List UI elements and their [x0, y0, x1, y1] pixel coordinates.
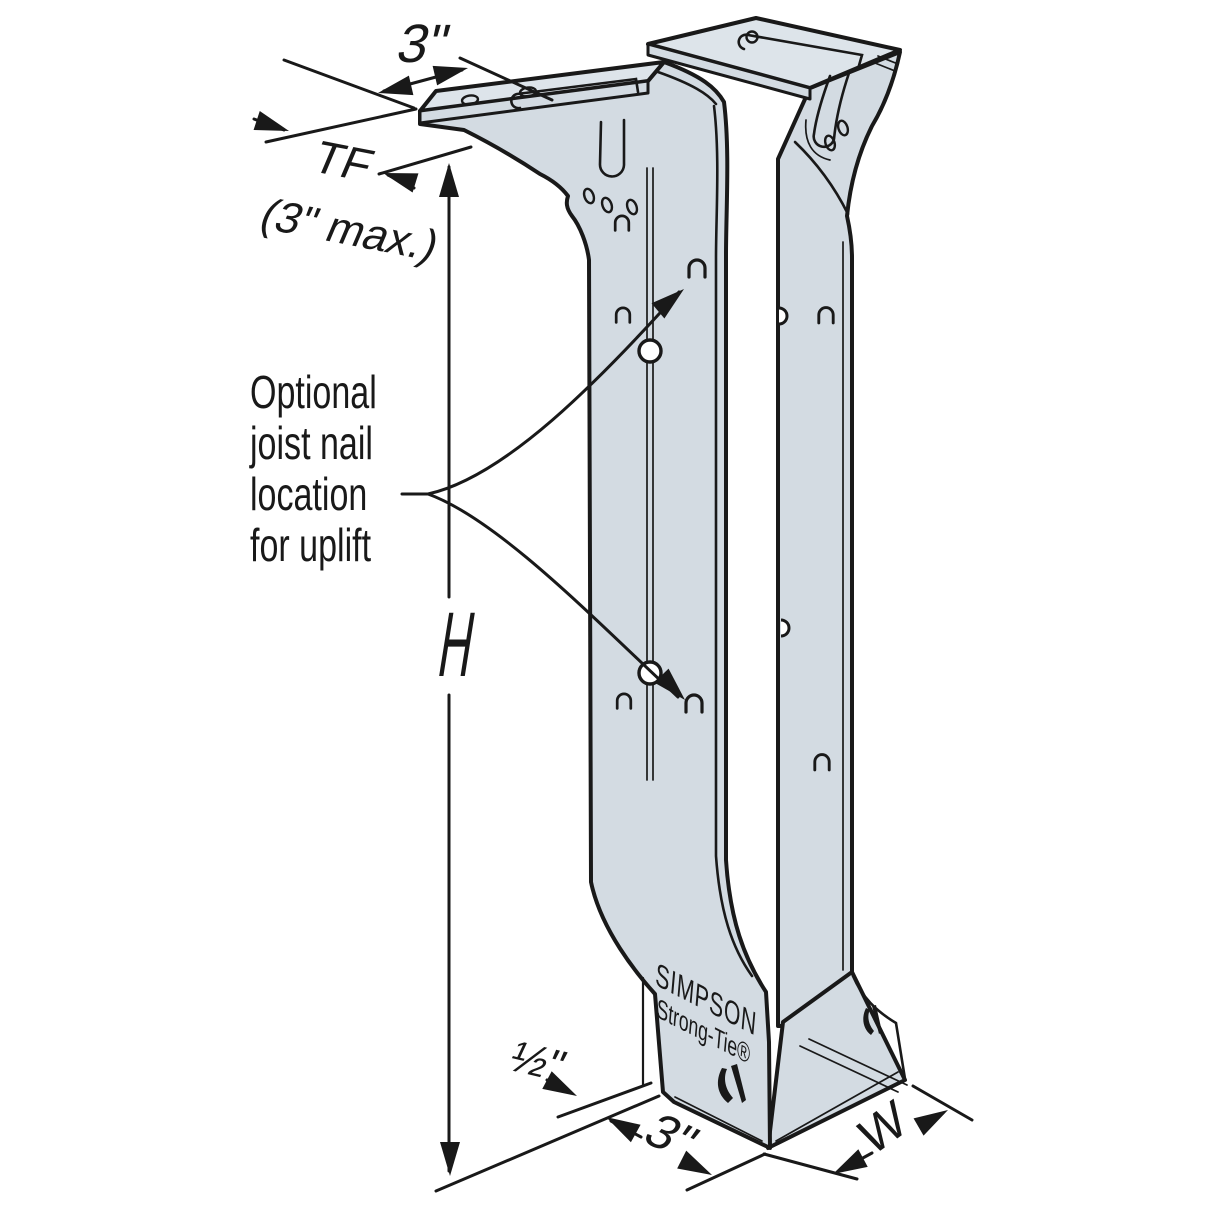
extension-line [458, 56, 554, 102]
leader-curve-upper [426, 290, 681, 496]
arrowhead-icon [378, 75, 414, 96]
dimension-height: H [432, 163, 482, 1176]
arrowhead-icon [833, 1149, 868, 1174]
front-speed-prong-icon [717, 1068, 733, 1103]
leader-curve-lower [426, 492, 680, 699]
extension-line [685, 1152, 767, 1192]
far-plate-thickness-edge [646, 42, 812, 101]
dim-tf-label: TF [305, 132, 381, 191]
uplift-note: Optional joist nail location for uplift [249, 289, 685, 700]
seat-speed-prong-icon [872, 1005, 882, 1034]
extension-line [911, 1084, 974, 1122]
seat-right-bend-line [851, 974, 907, 1081]
far-bend-line [793, 140, 850, 216]
far-gusset-nail-hole [823, 134, 837, 152]
far-plate-nail-hole [745, 30, 759, 44]
seat-speed-prong-icon [863, 1008, 874, 1035]
far-strap-notch [778, 306, 789, 326]
near-plate-nail-hole [460, 94, 480, 106]
extension-line [282, 58, 416, 110]
near-strap-nail-slot [613, 214, 631, 232]
far-tip-highlight [874, 62, 896, 72]
note-line3: location [250, 468, 367, 520]
far-gusset-u-slot [812, 71, 851, 149]
note-line2: joist nail [249, 417, 373, 469]
seat-front-inner-line [674, 1096, 763, 1142]
near-strap-nail-slot [614, 306, 632, 324]
arrowhead-icon [606, 1117, 641, 1143]
uplift-nail-hole-upper [637, 338, 663, 364]
arrowhead-icon [432, 65, 468, 86]
near-gusset-nail-hole [625, 198, 639, 216]
seat-bottom-inner-line [775, 1071, 899, 1142]
far-strap-notch [780, 618, 791, 638]
extension-line [762, 1152, 859, 1181]
extension-line [377, 145, 473, 176]
far-tip-highlight [877, 55, 899, 65]
near-bend-line [656, 70, 718, 106]
extension-line [434, 1094, 661, 1193]
seat-hatch-line [808, 1038, 908, 1086]
arrowhead-icon [542, 1071, 577, 1096]
dim-height-label: H [432, 593, 481, 696]
far-gusset-rib-line [804, 119, 831, 161]
front-speed-prong-icon [731, 1064, 746, 1103]
arrowhead-icon [440, 1142, 460, 1176]
seat-hatch-line [799, 1045, 899, 1093]
near-gusset-nail-hole [600, 196, 614, 214]
far-gusset-and-strap [776, 50, 902, 1028]
arrowhead-icon [253, 110, 289, 131]
note-line1: Optional [250, 366, 377, 418]
arrowhead-icon [651, 289, 684, 319]
near-gusset-nail-hole [582, 187, 596, 205]
far-strap-nail-slot [813, 753, 831, 772]
dim-seat-offset-label: ½" [501, 1033, 573, 1090]
arrowhead-icon [439, 163, 459, 197]
dimension-seat-offset: ½" [501, 976, 653, 1119]
near-gusset-u-slot [598, 118, 626, 178]
extension-line [556, 1081, 653, 1119]
note-line4: for uplift [250, 519, 371, 571]
seat [766, 970, 908, 1150]
dim-top-width-label: 3" [391, 13, 455, 74]
near-strap-inner-line [712, 104, 754, 978]
far-flange-assembly [646, 16, 902, 1028]
near-strap-nail-slot [615, 692, 633, 710]
far-gusset-nail-hole [836, 119, 850, 137]
near-plate-u-slot [510, 77, 640, 110]
dim-tf-max-label: (3" max.) [253, 191, 446, 270]
arrowhead-icon [383, 173, 419, 193]
near-plate-thickness-edge [418, 79, 650, 125]
uplift-nail-slot-upper [687, 258, 707, 279]
extension-line [264, 107, 418, 144]
arrowhead-icon [913, 1110, 948, 1136]
dimension-top-flange: TF (3" max.) [252, 107, 473, 270]
near-gusset-strap-seat-front [418, 60, 772, 1150]
arrowhead-icon [677, 1150, 712, 1175]
far-strap-nail-slot [817, 306, 835, 325]
arrowhead-icon [654, 668, 685, 700]
uplift-nail-slot-lower [684, 693, 704, 714]
